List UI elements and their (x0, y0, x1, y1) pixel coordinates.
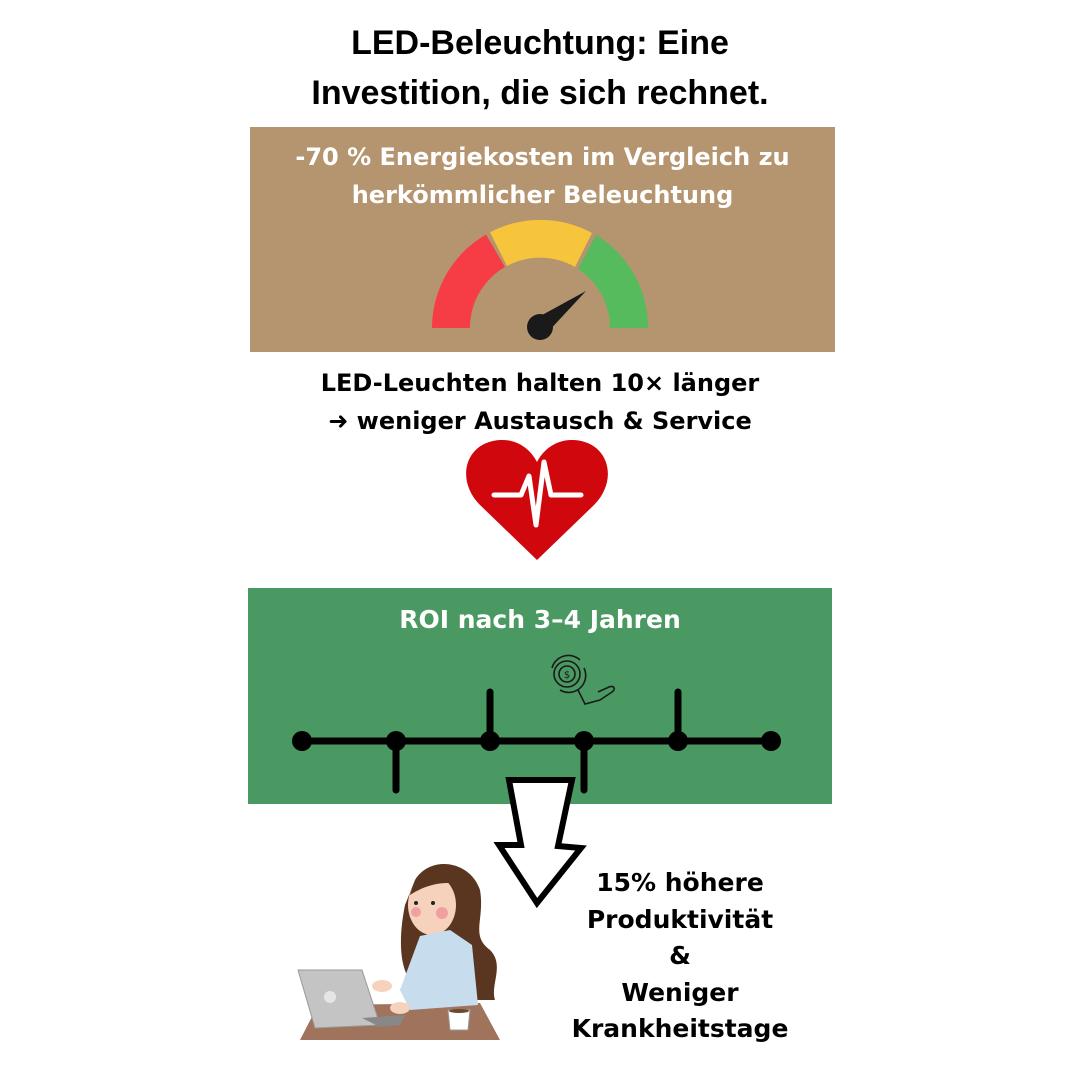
productivity-line-5: Krankheitstage (571, 1014, 789, 1043)
energy-line-2: herkömmlicher Beleuchtung (351, 181, 734, 209)
roi-panel (248, 588, 832, 804)
lifetime-line-1: LED-Leuchten halten 10× länger (320, 369, 760, 397)
roi-label: ROI nach 3–4 Jahren (399, 605, 681, 634)
lifetime-text: LED-Leuchten halten 10× länger ➜ weniger… (230, 364, 850, 440)
productivity-line-3: & (669, 941, 691, 970)
energy-line-1: -70 % Energiekosten im Vergleich zu (295, 143, 790, 171)
energy-cost-text: -70 % Energiekosten im Vergleich zu herk… (250, 138, 835, 214)
productivity-line-1: 15% höhere (596, 868, 764, 897)
page-title: LED-Beleuchtung: Eine Investition, die s… (0, 18, 1080, 118)
title-line-2: Investition, die sich rechnet. (311, 74, 769, 112)
productivity-text: 15% höhere Produktivität & Weniger Krank… (560, 865, 800, 1048)
productivity-line-2: Produktivität (586, 904, 774, 934)
title-line-1: LED-Beleuchtung: Eine (351, 24, 729, 62)
productivity-line-4: Weniger (621, 977, 739, 1007)
lifetime-line-2: ➜ weniger Austausch & Service (328, 407, 752, 435)
